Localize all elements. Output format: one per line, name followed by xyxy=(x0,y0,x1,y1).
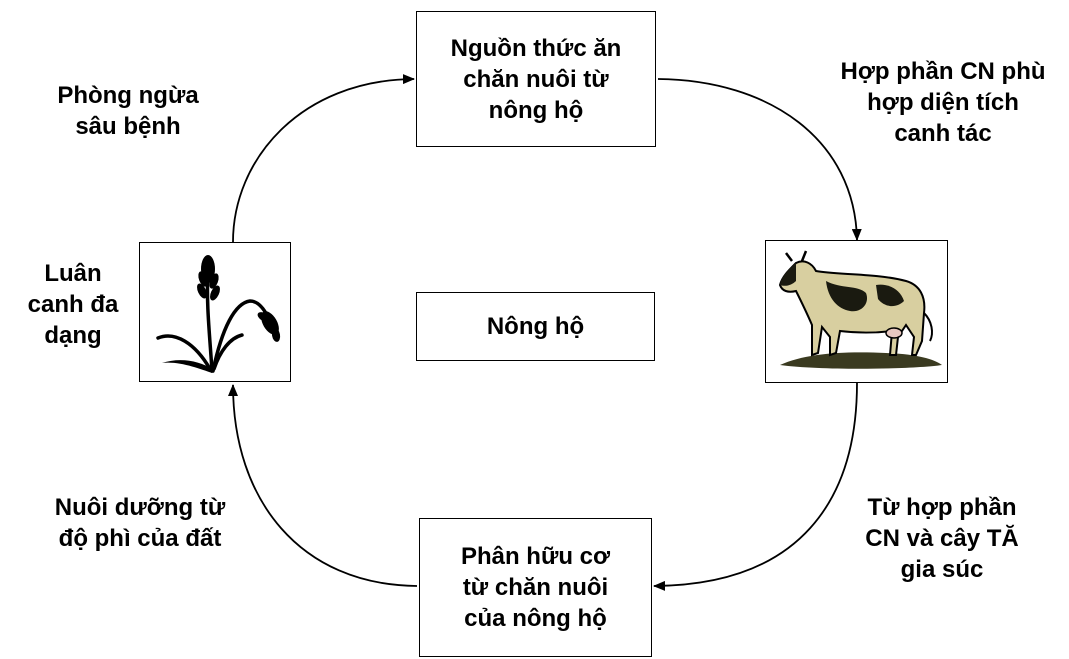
from-tech-line-1: Từ hợp phần xyxy=(867,494,1017,521)
household-box: Nông hộ xyxy=(416,292,655,361)
pest-prevention-line-1: Phòng ngừa xyxy=(57,82,199,109)
tech-fit-line-2: hợp diện tích xyxy=(867,89,1019,116)
pest-prevention-line-2: sâu bệnh xyxy=(75,113,181,140)
crop-image-box xyxy=(139,242,291,382)
from-tech-label: Từ hợp phần CN và cây TĂ gia súc xyxy=(842,492,1042,585)
feed-source-line-1: Nguồn thức ăn xyxy=(450,34,622,62)
arrow-cow-to-manure xyxy=(653,382,858,591)
arrow-feed-to-cow xyxy=(657,78,862,241)
arrow-crop-to-feed xyxy=(232,74,415,243)
crop-rotation-line-3: dạng xyxy=(44,322,102,349)
pest-prevention-label: Phòng ngừa sâu bệnh xyxy=(38,80,218,142)
wheat-plant-icon xyxy=(156,255,281,373)
feed-source-line-3: nông hộ xyxy=(488,96,584,124)
crop-rotation-line-1: Luân xyxy=(44,260,102,287)
tech-fit-label: Hợp phần CN phù hợp diện tích canh tác xyxy=(828,56,1058,149)
tech-fit-line-1: Hợp phần CN phù xyxy=(840,58,1046,85)
tech-fit-line-3: canh tác xyxy=(894,120,992,147)
from-tech-line-2: CN và cây TĂ xyxy=(865,525,1019,552)
manure-box: Phân hữu cơ từ chăn nuôi của nông hộ xyxy=(419,518,652,657)
feed-source-box: Nguồn thức ăn chăn nuôi từ nông hộ xyxy=(416,11,656,147)
soil-fertility-line-2: độ phì của đất xyxy=(58,525,222,552)
cow-icon xyxy=(778,250,942,369)
crop-rotation-label: Luân canh đa dạng xyxy=(18,258,128,351)
household-label: Nông hộ xyxy=(486,313,585,340)
manure-line-1: Phân hữu cơ xyxy=(460,543,611,570)
manure-line-3: của nông hộ xyxy=(464,605,607,632)
soil-fertility-line-1: Nuôi dưỡng từ xyxy=(54,494,226,521)
arrow-manure-to-crop xyxy=(228,384,418,587)
crop-rotation-line-2: canh đa xyxy=(27,291,119,318)
feed-source-line-2: chăn nuôi từ xyxy=(463,65,609,93)
manure-line-2: từ chăn nuôi xyxy=(462,574,609,601)
soil-fertility-label: Nuôi dưỡng từ độ phì của đất xyxy=(30,492,250,554)
cow-image-box xyxy=(765,240,948,383)
from-tech-line-3: gia súc xyxy=(900,556,984,583)
